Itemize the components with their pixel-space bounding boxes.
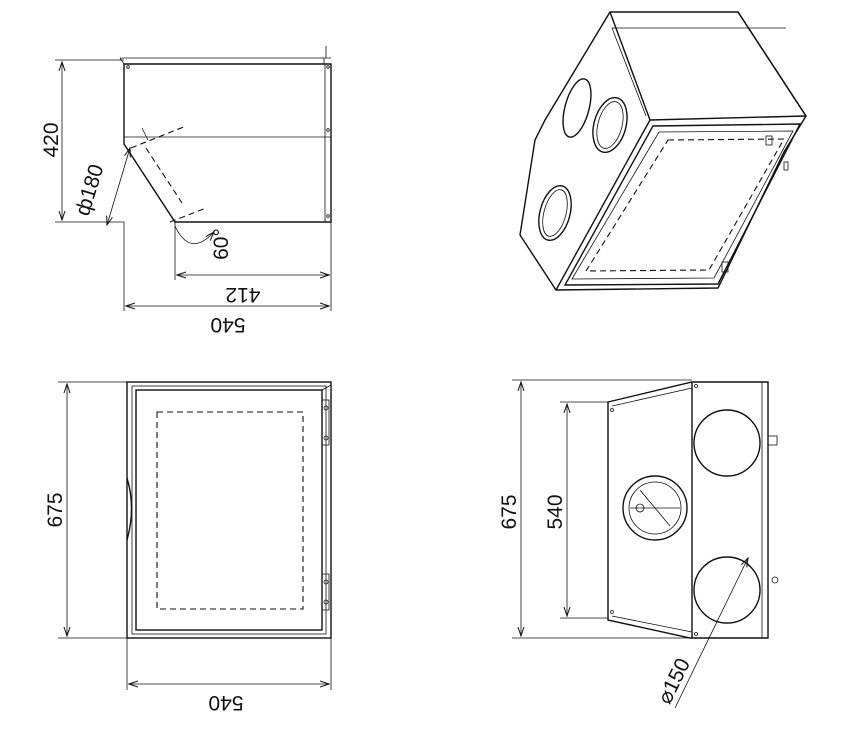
isometric-view [519, 11, 807, 291]
height-540-back-label: 540 [544, 494, 567, 529]
duct-diameter-label: ф180 [71, 162, 108, 219]
angle-label: 60° [210, 228, 233, 260]
angle-arc [174, 225, 214, 244]
back-view [512, 379, 779, 639]
height-420-label: 420 [40, 122, 63, 157]
port-diameter-leader [674, 558, 748, 709]
duct-diameter-dim-line [107, 148, 130, 225]
port-diameter-label: ⌀150 [653, 655, 695, 708]
height-675-back-label: 675 [498, 494, 521, 529]
width-540-front-label: 540 [208, 691, 243, 714]
width-412-label: 412 [225, 283, 260, 306]
front-view [58, 381, 332, 690]
width-540-side-label: 540 [210, 313, 245, 336]
side-view [55, 46, 332, 311]
height-675-front-label: 675 [44, 492, 67, 527]
